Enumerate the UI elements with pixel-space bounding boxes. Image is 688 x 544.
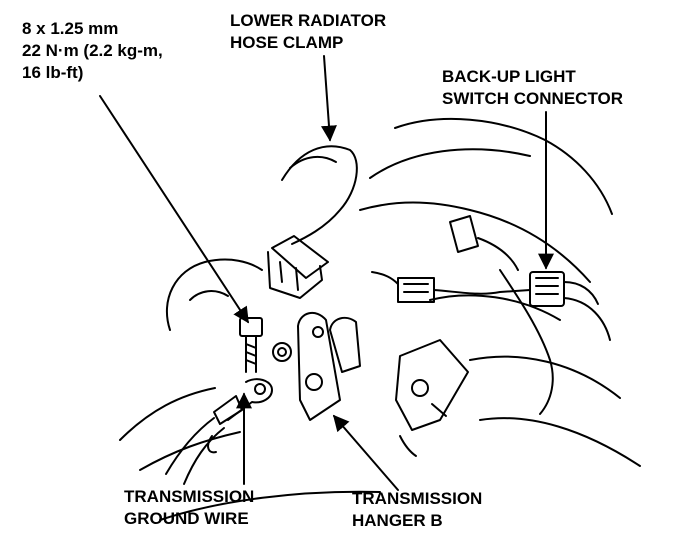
engine-casting-outline [119,117,641,521]
ground-wire-shape [165,378,273,485]
bolt-spec-line-1: 8 x 1.25 mm [22,19,119,38]
bolt-spec-label: 8 x 1.25 mm 22 N·m (2.2 kg-m, 16 lb-ft) [22,18,163,84]
hanger-b-line-2: HANGER B [352,511,443,530]
leader-bolt-spec [99,95,249,324]
ground-wire-label: TRANSMISSION GROUND WIRE [124,486,254,530]
switch-connector-label: BACK-UP LIGHT SWITCH CONNECTOR [442,66,623,110]
hanger-b-label: TRANSMISSION HANGER B [352,488,482,532]
hanger-bracket-shape [272,311,469,457]
mounting-bolt-shape [239,317,263,373]
hose-clamp-line-1: LOWER RADIATOR [230,11,387,30]
hose-clamp-shape [267,145,358,299]
switch-connector-line-2: SWITCH CONNECTOR [442,89,624,108]
switch-connector-shape [371,215,611,415]
hose-clamp-line-2: HOSE CLAMP [230,33,344,52]
leader-hanger-b [332,414,399,491]
ground-wire-line-2: GROUND WIRE [124,509,249,528]
bolt-spec-line-2: 22 N·m (2.2 kg-m, [22,41,163,60]
ground-wire-line-1: TRANSMISSION [124,487,255,506]
hose-clamp-label: LOWER RADIATOR HOSE CLAMP [230,10,386,54]
switch-connector-line-1: BACK-UP LIGHT [442,67,576,86]
leader-lines [99,55,554,491]
bolt-spec-line-3: 16 lb-ft) [22,63,84,82]
leader-hose-clamp [320,55,337,142]
hanger-b-line-1: TRANSMISSION [352,489,483,508]
